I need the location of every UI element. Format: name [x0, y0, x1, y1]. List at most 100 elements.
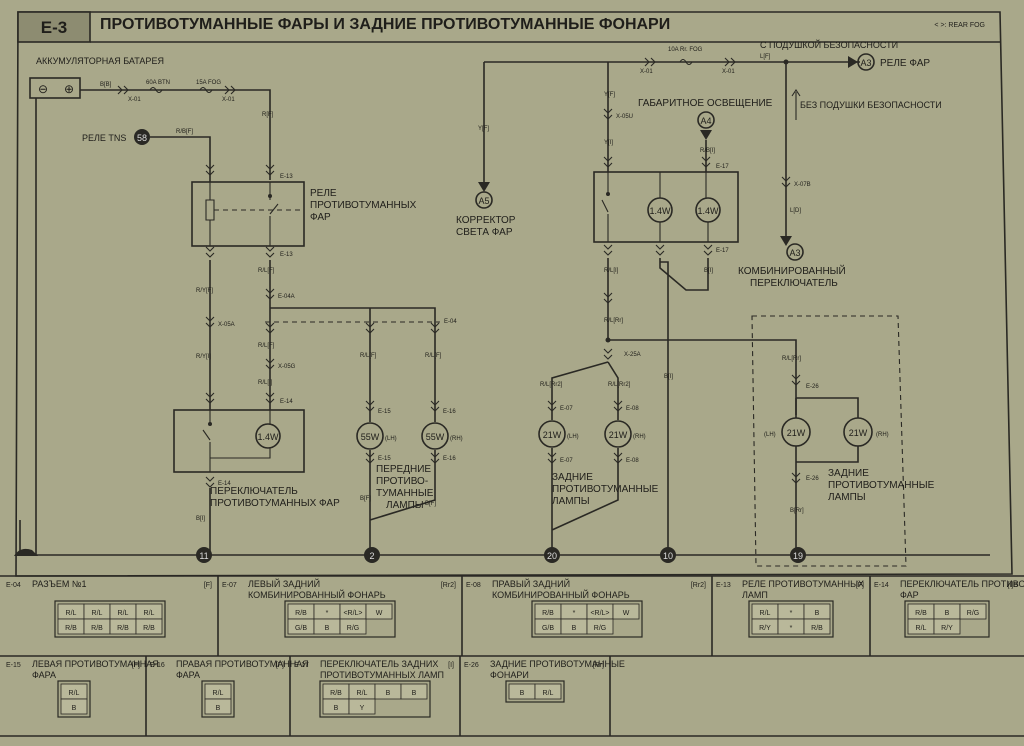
wire-label: R/L[Rr]: [782, 356, 801, 362]
connector-pin-label: R/B: [65, 625, 77, 632]
fog-switch: 1.4W: [173, 409, 305, 473]
connector-location: [I]B: [1007, 582, 1018, 589]
connector-outline: [505, 680, 565, 703]
wire-label: Y[I]: [604, 140, 613, 146]
connector-pin-label: R/B: [330, 690, 342, 697]
front-lamps-label: ПЕРЕДНИЕ: [376, 464, 431, 475]
tns-relay-label: РЕЛЕ TNS: [82, 133, 126, 143]
wire-label: X-01: [222, 97, 235, 103]
connector-pin-label: *: [326, 610, 329, 617]
connector-pin: [60, 698, 88, 715]
battery: АККУМУЛЯТОРНАЯ БАТАРЕЯ ⊖ ⊕: [29, 56, 164, 99]
wire-label: E-14: [218, 481, 231, 487]
connector-pin-label: W: [623, 610, 630, 617]
wire-label: R/L[F]: [258, 343, 275, 349]
connector-title: РЕЛЕ ПРОТИВОТУМАННЫХ: [742, 579, 864, 589]
wire-label: B[I]: [196, 516, 205, 522]
connector-pin-label: R/G: [967, 610, 979, 617]
wire-label: E-16: [443, 409, 456, 415]
wire-label: X-07B: [794, 182, 811, 188]
wire-label: Y[F]: [604, 92, 615, 98]
combo-label: КОМБИНИРОВАННЫЙ: [738, 264, 846, 277]
connector-title: ФАР: [900, 590, 919, 600]
lamp-side: (LH): [385, 436, 397, 442]
battery-plus-icon: ⊕: [64, 82, 74, 96]
connector-title: КОМБИНИРОВАННЫЙ ФОНАРЬ: [248, 589, 386, 600]
connector-pin: [204, 698, 232, 715]
wire-label: E-17: [716, 248, 729, 254]
corrector-label: СВЕТА ФАР: [456, 227, 513, 238]
wire-label: E-15: [378, 456, 391, 462]
wire-label: R/Y[F]: [196, 288, 213, 294]
connector-pin-label: G/B: [542, 625, 554, 632]
wire-label: B[F]: [425, 501, 436, 507]
connector-location: [F]: [856, 582, 864, 589]
connector-outline: [748, 600, 834, 638]
connector-pin: [612, 603, 640, 620]
wire-label: R/L[I]: [604, 268, 619, 274]
connector-outline: [904, 600, 990, 638]
tns-ref: 58: [137, 133, 147, 143]
wire-label: E-04: [444, 319, 457, 325]
lamp-rating: 55W: [361, 432, 380, 442]
connector-location: [F]: [132, 662, 140, 669]
connector-pin-label: B: [334, 705, 339, 712]
wire-label: Y[F]: [478, 126, 489, 132]
connector-pin-label: R/B: [91, 625, 103, 632]
connector-title: ЛАМП: [742, 590, 768, 600]
wire-label: B[I]: [664, 374, 673, 380]
front-lamps-label: ПРОТИВО-: [376, 476, 428, 487]
connector-pin-label: R/B: [811, 625, 823, 632]
connector-pin-label: *: [790, 610, 793, 617]
connector-pin: [400, 683, 428, 700]
connector-pin-label: R/B: [143, 625, 155, 632]
lamp-rating: 21W: [787, 428, 806, 438]
connector-pin-label: Y: [360, 705, 365, 712]
wire-label: E-14: [280, 399, 293, 405]
wire-label: L[D]: [790, 208, 801, 214]
connector-pin: [803, 618, 831, 635]
wire-label: E-15: [378, 409, 391, 415]
wire-label: X-05G: [278, 364, 296, 370]
optional-block-frame: [751, 315, 907, 567]
wire-label: B[B]: [100, 82, 112, 88]
lamp-rating: 1.4W: [697, 206, 719, 216]
lamp-rating: 55W: [426, 432, 445, 442]
section-code: E-3: [41, 18, 67, 37]
ground-points: 11 2 20 10 19: [196, 547, 806, 563]
connector-code: E-17: [294, 662, 309, 669]
connector-pin-label: <R/L>: [343, 610, 362, 617]
ground-number: 20: [547, 551, 557, 561]
rear-fog-lamp-lh-icon: [538, 420, 566, 448]
connector-outline: [531, 600, 643, 638]
wire-label: E-07: [560, 458, 573, 464]
connector-pin-label: R/L: [66, 610, 77, 617]
rear-fog-switch: 1.4W 1.4W: [593, 171, 739, 243]
relay-far-ref-icon: [857, 53, 875, 71]
connector-pin: [339, 618, 367, 635]
connector-title: ФАРА: [176, 670, 200, 680]
connector-title: РАЗЪЕМ №1: [32, 579, 87, 589]
connector-location: [Rr]: [593, 662, 604, 669]
lamp-rating: 1.4W: [257, 432, 279, 442]
connector-pin-label: R/L: [916, 625, 927, 632]
connector-title: ПРАВЫЙ ЗАДНИЙ: [492, 578, 570, 589]
wire-label: X-05U: [616, 114, 633, 120]
fuse-icon: [679, 58, 693, 66]
connector-pin-label: R/L: [543, 690, 554, 697]
wire-label: E-17: [716, 164, 729, 170]
ground-number: 11: [199, 551, 208, 561]
connector-location: [I]: [448, 662, 454, 669]
connector-title: ФАРА: [32, 670, 56, 680]
connector-outline: [319, 680, 431, 718]
connector-pin-label: R/G: [594, 625, 606, 632]
connector-code: E-16: [150, 662, 165, 669]
wire-label: E-26: [806, 476, 819, 482]
wire-label: X-05A: [218, 322, 235, 328]
connector-pin-label: R/L: [357, 690, 368, 697]
lamp-rating: 1.4W: [649, 206, 671, 216]
connector-pin-label: B: [815, 610, 820, 617]
connector-pin-label: B: [572, 625, 577, 632]
connector-pin: [348, 698, 376, 715]
ref-badge: A4: [700, 116, 711, 126]
